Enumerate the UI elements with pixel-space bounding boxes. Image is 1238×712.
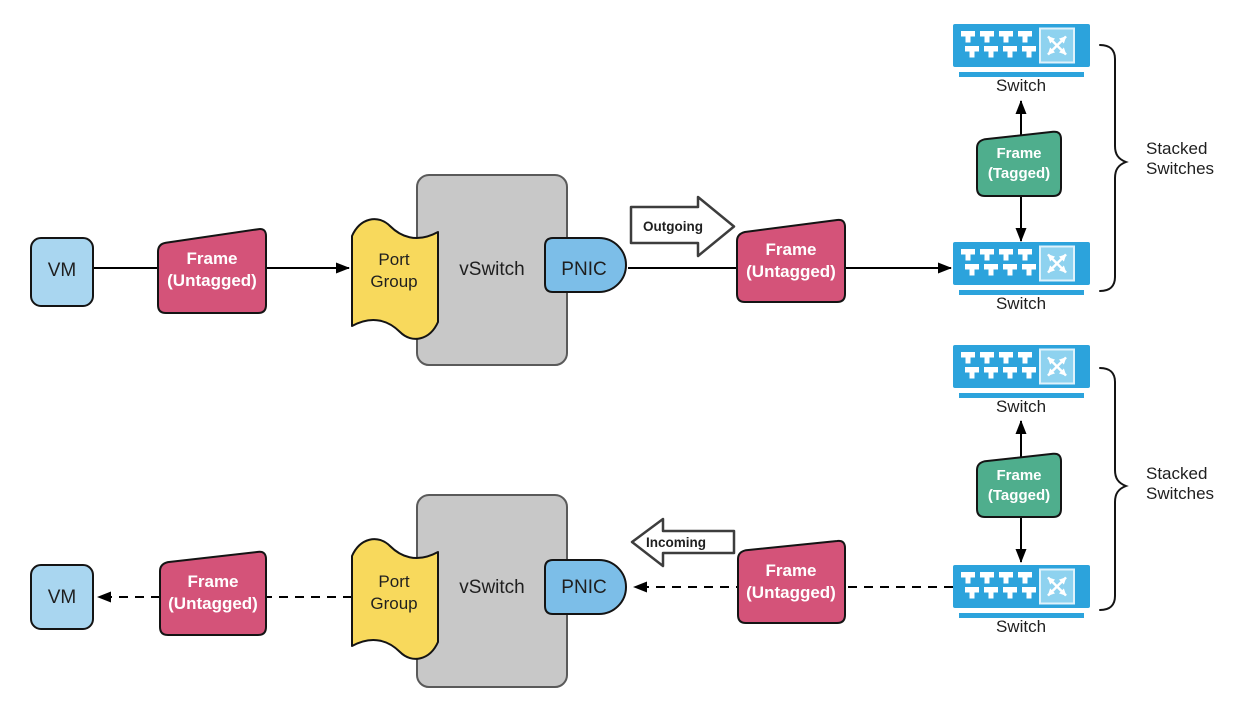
port-group-label-bottom-line2: Group xyxy=(370,594,417,613)
switch-label-b: Switch xyxy=(996,294,1046,313)
switch-label-a: Switch xyxy=(996,76,1046,95)
frame-tagged-shape-1 xyxy=(976,130,1062,197)
port-group-shape-bottom xyxy=(351,538,439,660)
frame-untagged-4-line1: Frame xyxy=(187,572,238,591)
outgoing-block-arrow xyxy=(629,195,736,258)
frame-untagged-shape-4 xyxy=(159,550,267,636)
port-group-label-top-line2: Group xyxy=(370,272,417,291)
vm-node-top xyxy=(30,237,94,307)
port-group-label-top-line1: Port xyxy=(378,250,409,269)
frame-tagged-shape-2 xyxy=(976,452,1062,518)
frame-untagged-shape-2 xyxy=(736,218,846,303)
port-group-label-bottom-line1: Port xyxy=(378,572,409,591)
vm-label-bottom: VM xyxy=(48,587,77,608)
frame-untagged-2-line1: Frame xyxy=(765,240,816,259)
vswitch-label-top: vSwitch xyxy=(459,259,524,280)
outgoing-label: Outgoing xyxy=(643,219,703,234)
frame-untagged-shape-1 xyxy=(157,228,267,314)
frame-untagged-1-line2: (Untagged) xyxy=(167,271,257,290)
frame-untagged-2-line2: (Untagged) xyxy=(746,262,836,281)
pnic-node-top xyxy=(544,237,627,293)
stacked-switches-brace-bottom xyxy=(1099,367,1129,611)
incoming-block-arrow xyxy=(630,517,736,568)
frame-tagged-1-line2: (Tagged) xyxy=(988,165,1050,182)
pnic-label-top: PNIC xyxy=(561,259,606,280)
vm-node-bottom xyxy=(30,564,94,630)
vm-label-top: VM xyxy=(48,260,77,281)
frame-untagged-4-line2: (Untagged) xyxy=(168,594,258,613)
switch-label-c: Switch xyxy=(996,397,1046,416)
switch-icon-c xyxy=(953,345,1090,398)
switch-icon-b xyxy=(953,242,1090,295)
switch-icon-d xyxy=(953,565,1090,618)
frame-tagged-2-line2: (Tagged) xyxy=(988,487,1050,504)
vswitch-label-bottom: vSwitch xyxy=(459,577,524,598)
stacked-switches-label-bottom-line2: Switches xyxy=(1146,484,1214,503)
stacked-switches-label-top-line2: Switches xyxy=(1146,159,1214,178)
stacked-switches-brace-top xyxy=(1099,44,1129,292)
frame-untagged-1-line1: Frame xyxy=(186,249,237,268)
frame-untagged-3-line2: (Untagged) xyxy=(746,583,836,602)
switch-label-d: Switch xyxy=(996,617,1046,636)
frame-untagged-3-line1: Frame xyxy=(765,561,816,580)
incoming-label: Incoming xyxy=(646,535,706,550)
frame-tagged-2-line1: Frame xyxy=(996,467,1041,484)
stacked-switches-label-bottom-line1: Stacked xyxy=(1146,464,1207,483)
pnic-label-bottom: PNIC xyxy=(561,577,606,598)
switch-icon-a xyxy=(953,24,1090,77)
frame-untagged-shape-3 xyxy=(737,539,846,624)
frame-tagged-1-line1: Frame xyxy=(996,145,1041,162)
port-group-shape-top xyxy=(351,218,439,340)
pnic-node-bottom xyxy=(544,559,627,615)
stacked-switches-label-top-line1: Stacked xyxy=(1146,139,1207,158)
